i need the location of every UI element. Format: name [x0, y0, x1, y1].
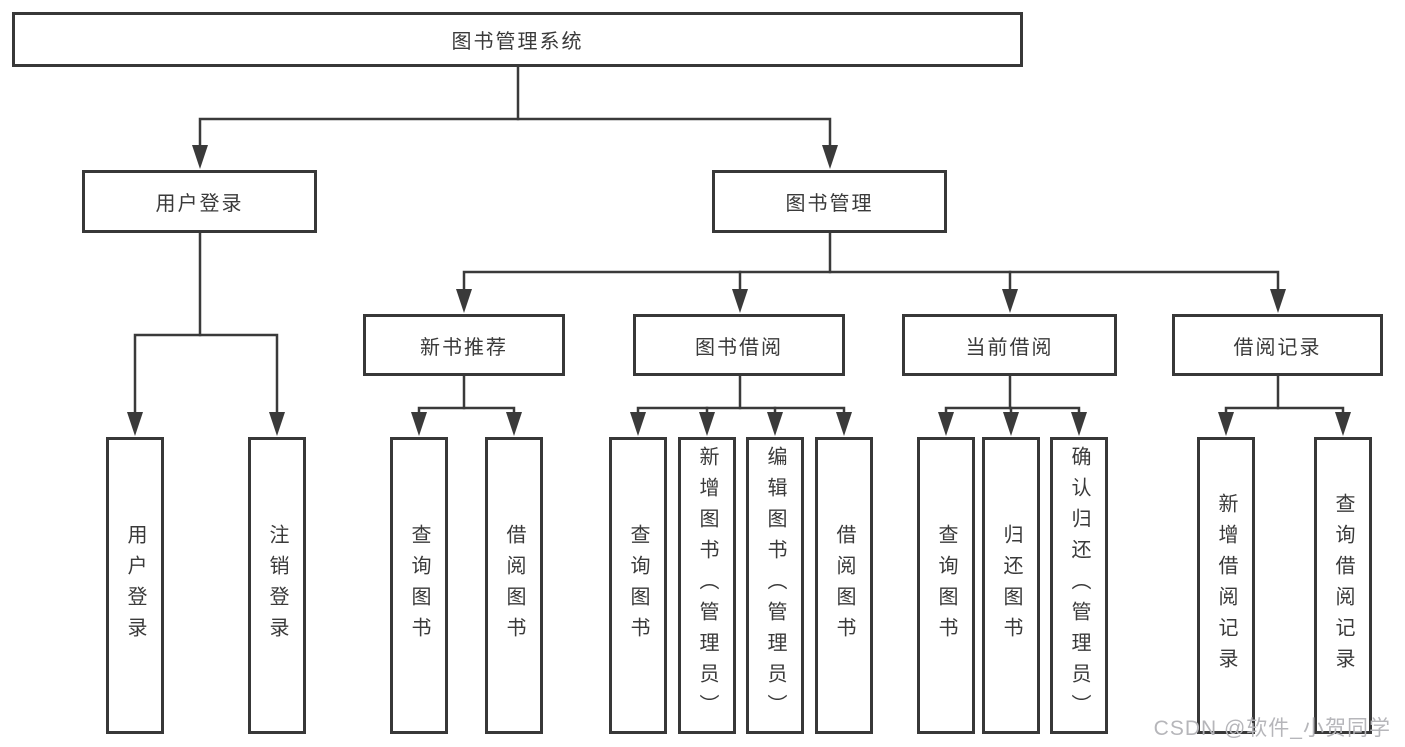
- leaf-add-borrow-record: 新增借阅记录: [1197, 437, 1255, 734]
- node-label: 图书借阅: [695, 336, 783, 359]
- leaf-borrow-books: 借阅图书: [815, 437, 873, 734]
- leaf-query-books: 查询图书: [390, 437, 448, 734]
- leaf-user-login: 用户登录: [106, 437, 164, 734]
- node-book-borrow: 图书借阅: [633, 314, 845, 376]
- leaf-return-books: 归还图书: [982, 437, 1040, 734]
- node-label: 当前借阅: [965, 336, 1054, 359]
- arrowheads: [127, 145, 1351, 436]
- leaf-query-books: 查询图书: [917, 437, 975, 734]
- leaf-label: 查询图书: [408, 523, 430, 648]
- leaf-edit-books-admin: 编辑图书（管理员）: [746, 437, 804, 734]
- csdn-watermark: CSDN @软件_小贺同学: [1153, 717, 1391, 740]
- node-borrow-records: 借阅记录: [1172, 314, 1383, 376]
- node-label: 图书管理系统: [451, 31, 584, 53]
- leaf-confirm-return-admin: 确认归还（管理员）: [1050, 437, 1108, 734]
- leaf-label: 归还图书: [1000, 523, 1022, 648]
- leaf-query-borrow-record: 查询借阅记录: [1314, 437, 1372, 734]
- node-label: 借阅记录: [1233, 336, 1322, 359]
- node-book-management: 图书管理: [712, 170, 947, 233]
- leaf-label: 注销登录: [266, 523, 288, 648]
- node-label: 用户登录: [155, 193, 244, 215]
- leaf-label: 查询借阅记录: [1332, 492, 1354, 679]
- leaf-label: 新增借阅记录: [1215, 492, 1237, 679]
- leaf-label: 新增图书（管理员）: [696, 446, 718, 725]
- leaf-label: 借阅图书: [503, 523, 525, 648]
- leaf-logout: 注销登录: [248, 437, 306, 734]
- node-label: 图书管理: [785, 193, 874, 215]
- node-current-borrow: 当前借阅: [902, 314, 1117, 376]
- leaf-label: 查询图书: [627, 523, 649, 648]
- node-new-book-recommend: 新书推荐: [363, 314, 565, 376]
- leaf-borrow-books: 借阅图书: [485, 437, 543, 734]
- leaf-label: 编辑图书（管理员）: [764, 446, 786, 725]
- node-user-login: 用户登录: [82, 170, 317, 233]
- leaf-label: 查询图书: [935, 523, 957, 648]
- node-label: 新书推荐: [420, 336, 508, 359]
- leaf-query-books: 查询图书: [609, 437, 667, 734]
- leaf-label: 用户登录: [124, 523, 146, 648]
- node-library-management-system: 图书管理系统: [12, 12, 1023, 67]
- leaf-label: 确认归还（管理员）: [1068, 446, 1090, 725]
- leaf-label: 借阅图书: [833, 523, 855, 648]
- leaf-add-books-admin: 新增图书（管理员）: [678, 437, 736, 734]
